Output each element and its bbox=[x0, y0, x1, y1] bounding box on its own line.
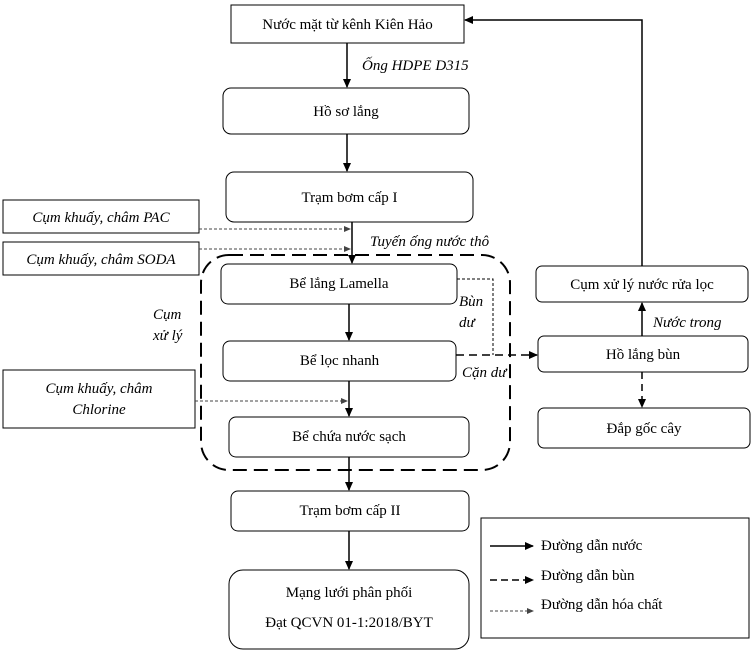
tree-fill-node: Đắp gốc cây bbox=[537, 407, 751, 449]
sludge-line-lamella bbox=[457, 278, 494, 355]
pac-dosing-label: Cụm khuấy, châm PAC bbox=[32, 210, 170, 226]
pump-station-2-node: Trạm bơm cấp II bbox=[230, 490, 470, 532]
legend-water-label: Đường dẫn nước bbox=[541, 538, 643, 554]
excess-sludge-label-1: Bùn bbox=[459, 294, 483, 310]
source-node: Nước mặt từ kênh Kiên Hảo bbox=[230, 4, 465, 44]
chlorine-dosing-node: Cụm khuấy, châm Chlorine bbox=[2, 369, 196, 429]
residue-label: Cặn dư bbox=[462, 365, 508, 381]
rapid-filter-node: Bể lọc nhanh bbox=[222, 340, 457, 382]
legend: Đường dẫn nước Đường dẫn bùn Đường dẫn h… bbox=[480, 517, 750, 639]
clear-water-tank-node: Bể chứa nước sạch bbox=[228, 416, 470, 458]
sludge-pond-node: Hồ lắng bùn bbox=[537, 335, 749, 373]
chlorine-dosing-label-1: Cụm khuấy, châm bbox=[45, 381, 152, 397]
chlorine-dosing-label-2: Chlorine bbox=[72, 402, 126, 418]
tree-fill-label: Đắp gốc cây bbox=[607, 421, 682, 437]
rapid-filter-label: Bể lọc nhanh bbox=[300, 353, 380, 369]
distribution-network-label: Mạng lưới phân phối bbox=[286, 585, 412, 601]
cluster-label-line1: Cụm bbox=[153, 307, 182, 323]
pump-station-1-node: Trạm bơm cấp I bbox=[225, 171, 474, 223]
distribution-network-node: Mạng lưới phân phối Đạt QCVN 01-1:2018/B… bbox=[228, 569, 470, 650]
presettling-node: Hồ sơ lắng bbox=[222, 87, 470, 135]
sludge-pond-label: Hồ lắng bùn bbox=[606, 347, 681, 363]
cluster-label-line2: xử lý bbox=[152, 328, 183, 344]
hdpe-pipe-label: Ống HDPE D315 bbox=[362, 56, 469, 74]
lamella-tank-label: Bể lắng Lamella bbox=[289, 276, 388, 292]
pump-station-1-label: Trạm bơm cấp I bbox=[301, 190, 397, 206]
distribution-standard-label: Đạt QCVN 01-1:2018/BYT bbox=[265, 615, 433, 631]
raw-water-pipe-label: Tuyến ống nước thô bbox=[370, 234, 490, 250]
source-label: Nước mặt từ kênh Kiên Hảo bbox=[262, 17, 432, 33]
washwater-treatment-node: Cụm xử lý nước rửa lọc bbox=[535, 265, 749, 303]
presettling-label: Hồ sơ lắng bbox=[313, 104, 379, 120]
pump-station-2-label: Trạm bơm cấp II bbox=[299, 503, 400, 519]
washwater-treatment-label: Cụm xử lý nước rửa lọc bbox=[570, 277, 714, 293]
clear-water-label: Nước trong bbox=[652, 315, 722, 331]
legend-chemical-label: Đường dẫn hóa chất bbox=[541, 597, 663, 613]
clear-water-tank-label: Bể chứa nước sạch bbox=[292, 429, 406, 445]
arrow-washwater-return-to-source bbox=[464, 16, 643, 266]
lamella-tank-node: Bể lắng Lamella bbox=[220, 263, 458, 305]
pac-dosing-node: Cụm khuấy, châm PAC bbox=[2, 199, 200, 234]
soda-dosing-node: Cụm khuấy, châm SODA bbox=[2, 241, 200, 276]
legend-sludge-label: Đường dẫn bùn bbox=[541, 568, 635, 584]
soda-dosing-label: Cụm khuấy, châm SODA bbox=[26, 252, 176, 268]
excess-sludge-label-2: dư bbox=[459, 315, 477, 331]
